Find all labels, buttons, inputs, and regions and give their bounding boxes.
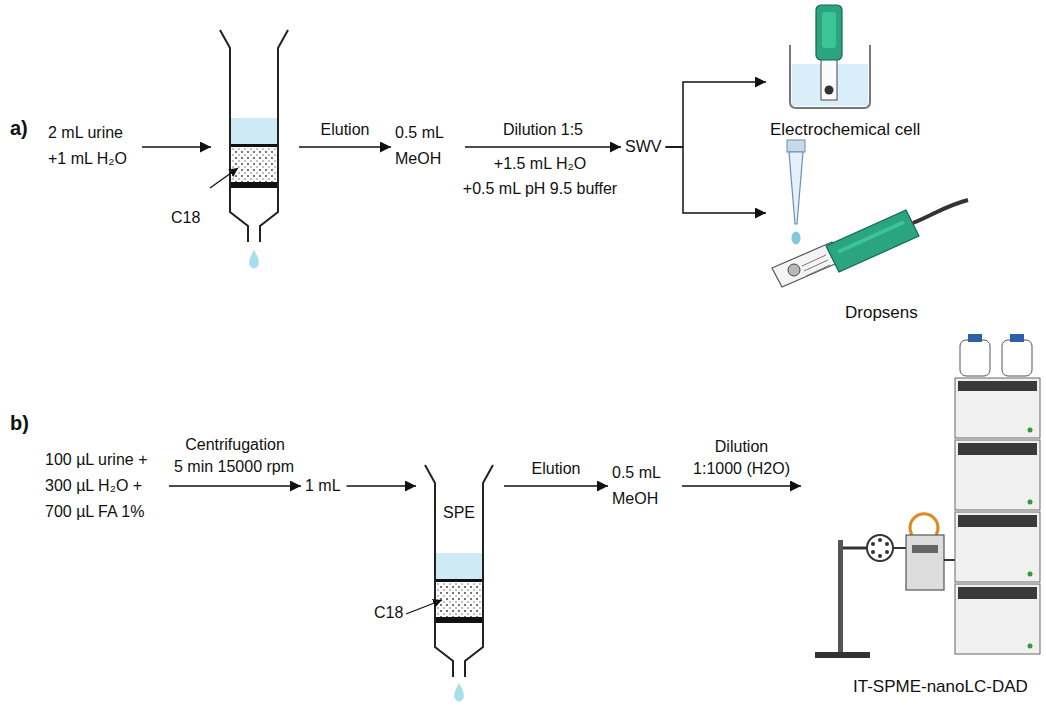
c18-packing [436, 582, 482, 617]
dropsens-device: Dropsens [770, 160, 965, 330]
lc-module [955, 512, 1040, 582]
sample-text: 2 mL urine +1 mL H₂O [48, 120, 136, 172]
cartridge-outline [220, 30, 288, 242]
screen-printed-electrode [821, 56, 837, 100]
node-label: SPE [442, 503, 476, 523]
eluate-text: 0.5 mL MeOH [395, 120, 459, 172]
bottom-frit [436, 617, 482, 623]
flow-arrow [665, 82, 766, 147]
edge-label: Centrifugation [185, 434, 285, 456]
flow-arrow [682, 485, 801, 487]
step-text: 1 mL [305, 473, 341, 499]
working-electrode [825, 86, 834, 95]
dropsens-icon [772, 140, 968, 287]
step-text: 0.5 mL MeOH [395, 120, 459, 172]
node-caption: Dropsens [845, 303, 918, 323]
node-label: C18 [374, 603, 403, 623]
node-caption: C18 [171, 208, 200, 228]
step-text: SWV [625, 134, 661, 160]
reagent-note: +1.5 mL H₂O [494, 153, 586, 175]
cable [913, 200, 968, 223]
leader-line [406, 600, 442, 614]
flow-arrow [299, 146, 391, 148]
node-caption: IT-SPME-nanoLC-DAD [853, 677, 1028, 697]
panel-letter: b) [10, 412, 29, 434]
instrument-icon [815, 334, 1040, 658]
instrument: IT-SPME-nanoLC-DAD [805, 335, 1043, 705]
technique-text: SWV [625, 134, 661, 160]
connector-highlight [838, 222, 904, 252]
node-caption: Electrochemical cell [770, 120, 920, 140]
holder-highlight [822, 12, 836, 48]
pipette-top [787, 140, 805, 152]
solvent-bottle [960, 340, 990, 376]
volume-text: 1 mL [305, 473, 341, 499]
step-text: 2 mL urine +1 mL H₂O [48, 120, 136, 172]
electrode-area [788, 264, 800, 276]
sample-text: 100 µL urine + 300 µL H₂O + 700 µL FA 1% [45, 447, 163, 525]
tubing [893, 547, 906, 549]
bottle-cap [968, 334, 982, 342]
drop [792, 232, 801, 245]
electrode-holder [816, 5, 842, 60]
electrochemical-cell: Electrochemical cell [770, 8, 965, 138]
spe-cartridge: C18 [215, 30, 293, 245]
step-text: 0.5 mL MeOH [612, 460, 676, 512]
lc-module [955, 440, 1040, 510]
c18-packing [231, 147, 277, 182]
spe-cartridge [210, 30, 288, 269]
liquid-layer [436, 553, 482, 581]
capillary-loop [910, 514, 938, 535]
condition-note: 5 min 15000 rpm [174, 456, 294, 478]
six-port-valve [867, 535, 893, 561]
connector-body [826, 210, 919, 272]
step-text: 100 µL urine + 300 µL H₂O + 700 µL FA 1% [45, 447, 163, 525]
strip-tracks [802, 255, 830, 276]
edge-label: Elution [321, 119, 370, 141]
reagent-note: +0.5 mL pH 9.5 buffer [463, 178, 617, 200]
flow-arrow [465, 146, 621, 148]
bottom-frit [231, 182, 277, 188]
edge-label: Dilution 1:1000 (H2O) [692, 436, 792, 480]
flow-arrow [169, 485, 301, 487]
bottle-cap [1010, 334, 1024, 342]
eluate-text: 0.5 mL MeOH [612, 460, 676, 512]
spe-cartridge: SPEC18 [420, 465, 498, 680]
stand-base [815, 652, 870, 658]
top-frit [436, 579, 482, 582]
spe-cartridge [425, 465, 493, 677]
top-frit [231, 144, 277, 147]
liquid-layer [231, 118, 277, 146]
drop [454, 683, 464, 702]
flow-arrow [504, 485, 608, 487]
panel-letter: a) [10, 117, 28, 139]
cartridge-outline [425, 465, 493, 677]
edge-label: Elution [532, 458, 581, 480]
stand-clamp [843, 547, 867, 550]
flow-arrow [142, 146, 211, 148]
pump-module [906, 535, 944, 590]
flow-arrow [347, 485, 416, 487]
solvent-bottle [1002, 340, 1032, 376]
edge-label: Dilution 1:5 [503, 119, 583, 141]
stand-pole [838, 540, 843, 653]
lc-module [955, 378, 1040, 438]
pipette-tip [789, 152, 803, 224]
leader-line [210, 168, 238, 188]
lc-module [955, 584, 1040, 654]
flow-arrow [665, 147, 766, 213]
electrochemical-cell-icon [790, 5, 870, 108]
drop [249, 250, 259, 269]
